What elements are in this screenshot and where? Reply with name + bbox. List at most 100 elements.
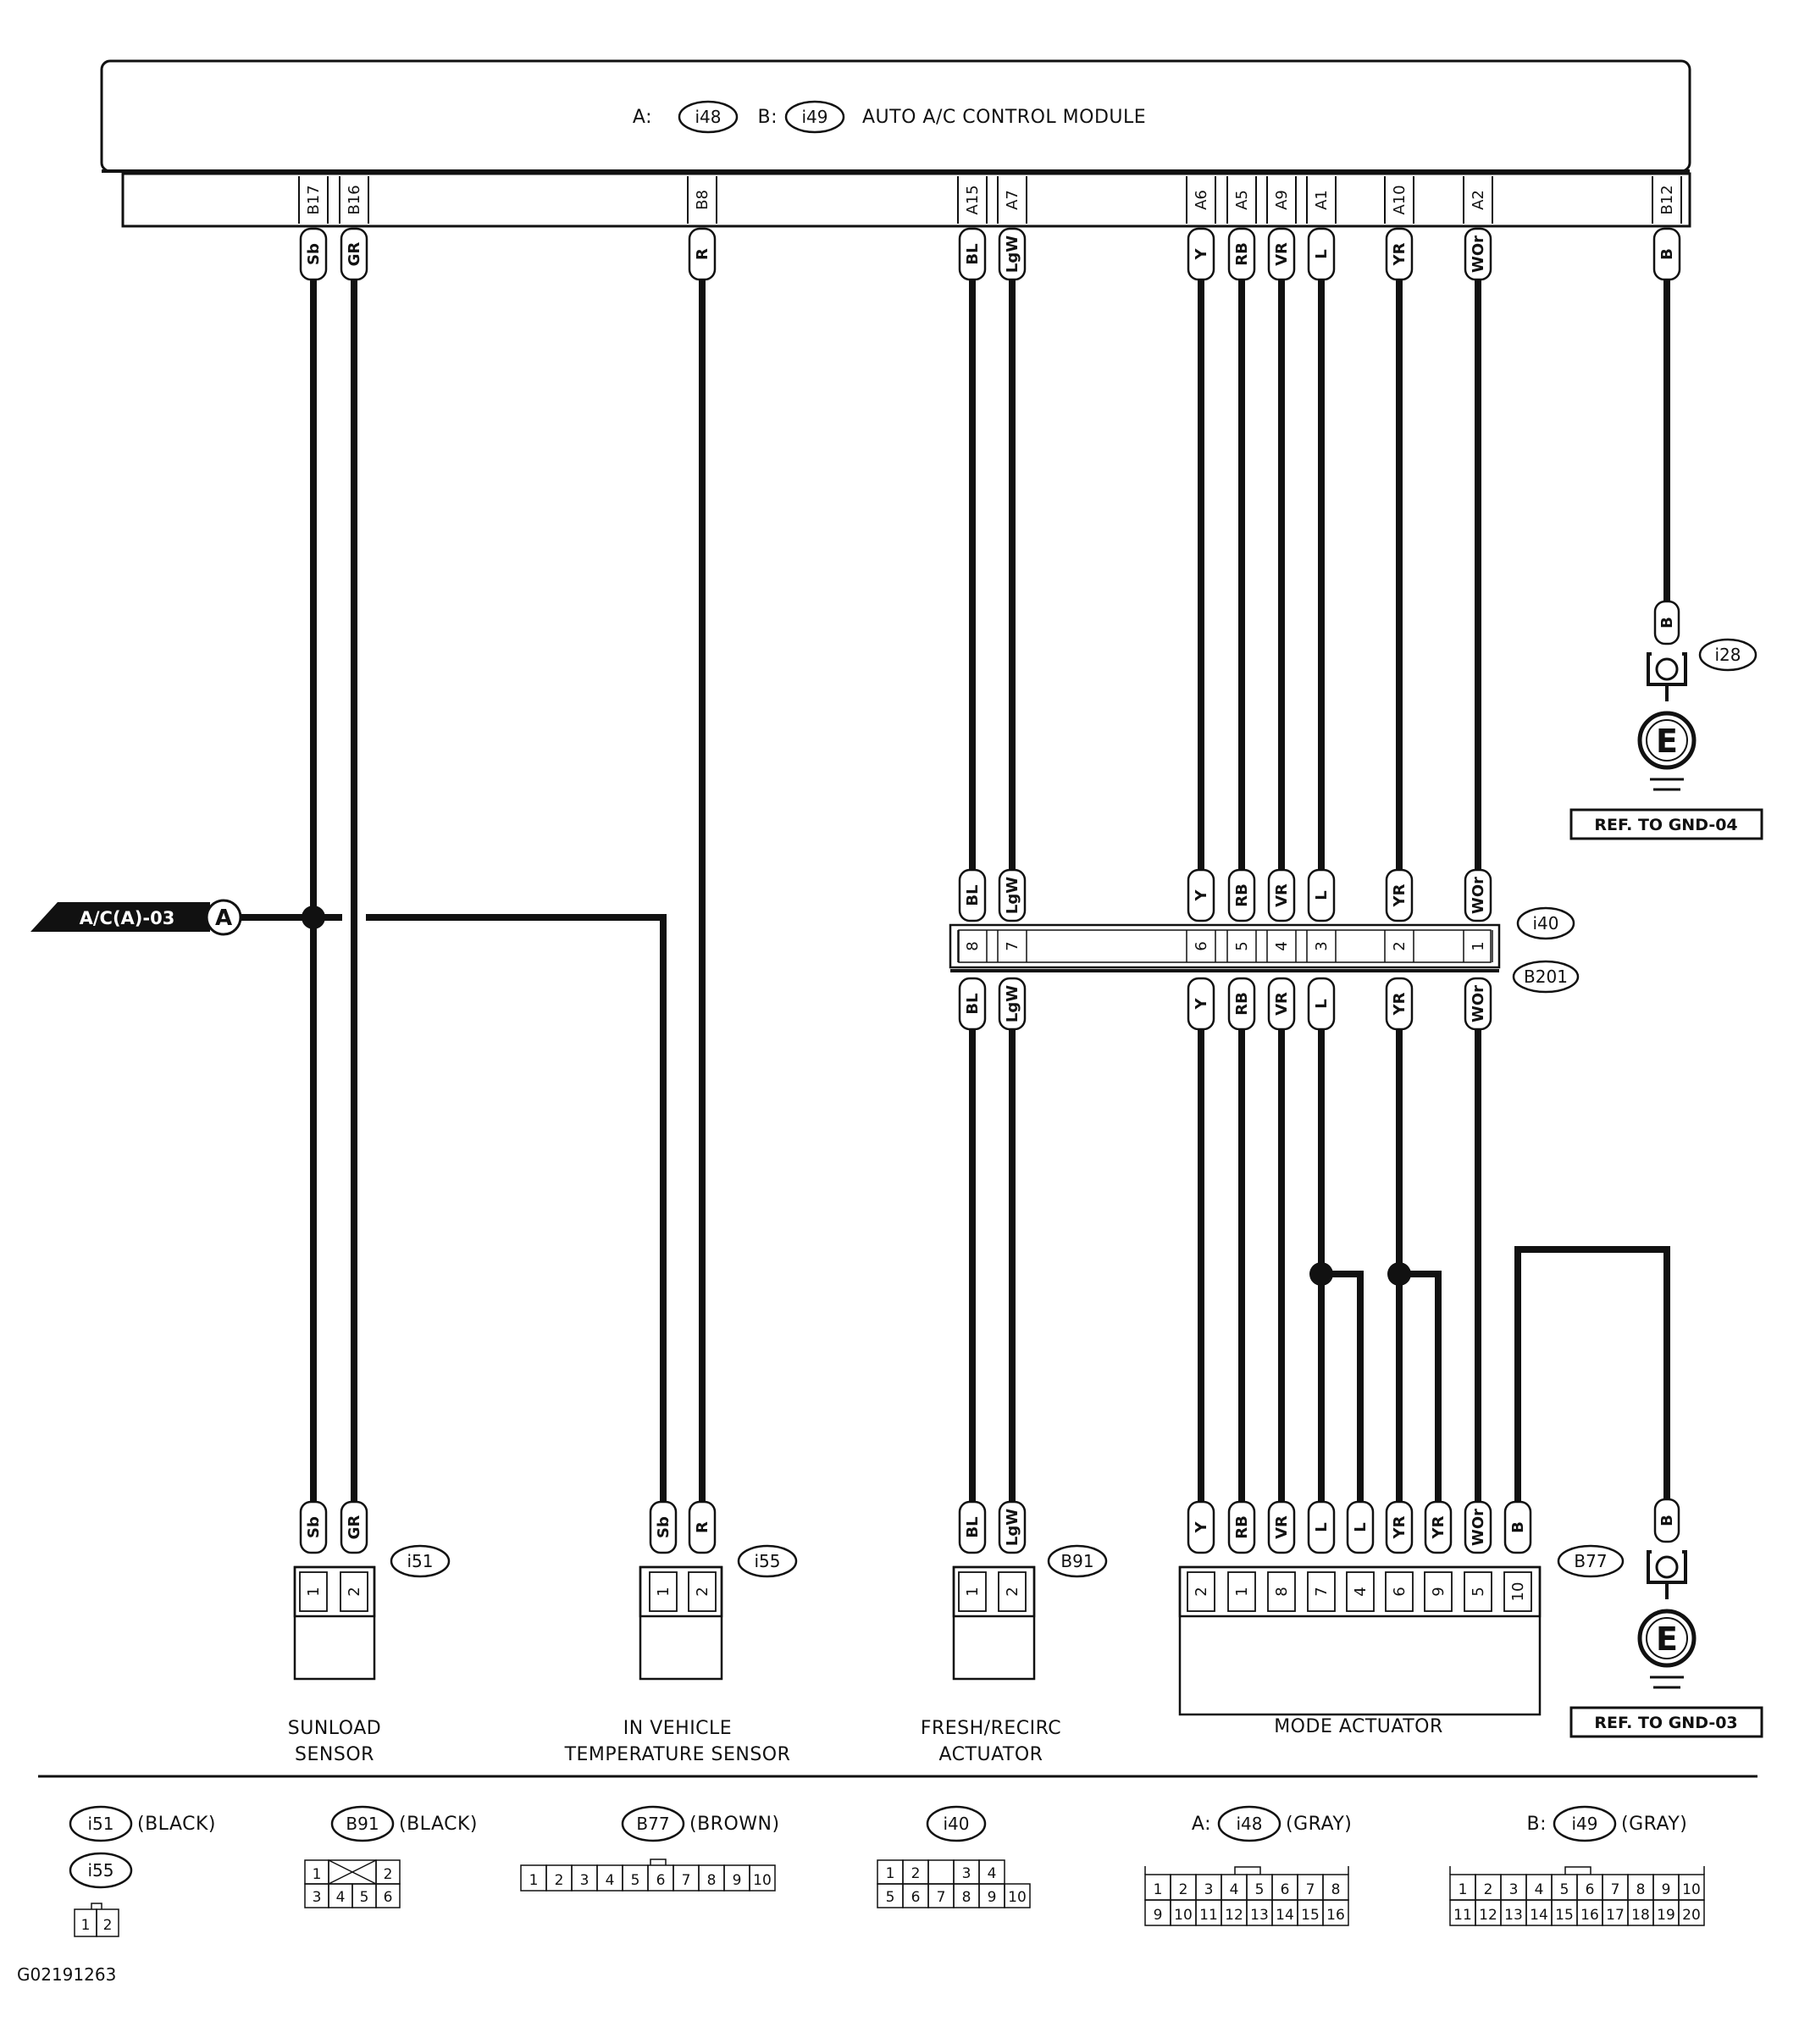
joint-wire-code-bottom: L <box>1313 999 1331 1008</box>
terminal-wire-code: B <box>1658 248 1676 260</box>
component-name: TEMPERATURE SENSOR <box>564 1744 791 1765</box>
component-name: SENSOR <box>295 1744 374 1765</box>
terminal-wire-code: GR <box>346 242 363 267</box>
component-wire-code: R <box>694 1521 711 1533</box>
legend-color: (GRAY) <box>1286 1814 1352 1835</box>
legend-color: (BLACK) <box>399 1814 478 1835</box>
legend-pin: 5 <box>886 1889 895 1906</box>
ground-top-symbol: E <box>1656 723 1678 760</box>
terminal-id: A15 <box>964 185 982 214</box>
legend-prefix: B: <box>1526 1814 1547 1835</box>
legend-pin: 10 <box>753 1872 772 1889</box>
component-pin-number: 7 <box>1313 1587 1331 1596</box>
auto-ac-control-module: A: i48 B: i49 AUTO A/C CONTROL MODULE <box>100 59 1691 228</box>
joint-pin-number: 4 <box>1273 941 1291 950</box>
legend-pin: 7 <box>1306 1881 1315 1898</box>
legend-connector-id: i51 <box>87 1814 113 1834</box>
joint-pin-3: L3L <box>1306 868 1337 1031</box>
legend-pin: 11 <box>1199 1907 1218 1924</box>
joint-pin-number: 3 <box>1313 941 1331 950</box>
legend-pin: 6 <box>656 1872 666 1889</box>
junction-dot <box>302 906 325 929</box>
component-pin-number: 2 <box>1193 1587 1210 1596</box>
terminal-id: A1 <box>1313 190 1331 210</box>
legend-pin: 2 <box>103 1917 113 1934</box>
terminal-id: A10 <box>1391 185 1409 214</box>
legend-pin: 3 <box>1509 1881 1519 1898</box>
module-prefix-a: A: <box>633 107 652 128</box>
legend-connector-id: i55 <box>87 1860 113 1881</box>
component-name: MODE ACTUATOR <box>1274 1716 1443 1737</box>
legend-pin: 7 <box>937 1889 946 1906</box>
terminal-id: A7 <box>1004 190 1021 210</box>
terminal-labels: B17SbB16GRB8RA15BLA7LgWA6YA5RBA9VRA1LA10… <box>298 176 1682 281</box>
component-wire-code: Y <box>1193 1521 1210 1534</box>
legend-pin: 19 <box>1657 1907 1675 1924</box>
legend-color: (GRAY) <box>1621 1814 1687 1835</box>
joint-pin-6: Y6Y <box>1186 868 1216 1031</box>
joint-wire-code-bottom: BL <box>964 993 982 1014</box>
legend-pin: 9 <box>733 1872 742 1889</box>
legend-pin: 6 <box>384 1889 393 1906</box>
component-wire-code: B <box>1509 1521 1527 1533</box>
connector-b77-badge <box>1557 1544 1625 1578</box>
junction-dots <box>302 906 1411 1286</box>
component-wire-code: GR <box>346 1515 363 1540</box>
joint-wire-code-top: L <box>1313 890 1331 900</box>
component-wire-code: L <box>1352 1522 1370 1532</box>
component-name: FRESH/RECIRC <box>921 1718 1061 1739</box>
component-pin-number: 2 <box>1004 1587 1021 1596</box>
component-wire-code: LgW <box>1004 1509 1021 1546</box>
terminal-wire-code: YR <box>1391 242 1409 266</box>
connector-i51-badge <box>390 1544 451 1578</box>
wire-l-branch <box>1321 1271 1364 1504</box>
legend-connector-id: B77 <box>636 1814 669 1834</box>
joint-wire-code-bottom: Y <box>1193 998 1210 1011</box>
legend-pin: 15 <box>1301 1907 1320 1924</box>
junction-dot <box>1309 1262 1333 1286</box>
terminal-id: A5 <box>1233 190 1251 210</box>
terminal-a6: A6Y <box>1186 176 1216 281</box>
joint-connector-i40-b201: BL8BLLgW7LgWY6YRB5RBVR4VRL3LYR2YRWOr1WOr… <box>949 868 1580 1031</box>
component-name: ACTUATOR <box>939 1744 1043 1765</box>
legend-pin: 4 <box>988 1865 997 1882</box>
joint-wire-code-top: LgW <box>1004 877 1021 914</box>
component-wire-code: WOr <box>1470 1509 1487 1546</box>
joint-pin-number: 2 <box>1391 941 1409 950</box>
wire-b-mode-ground <box>1514 1246 1670 1504</box>
ground-bottom-wire: B <box>1658 1515 1676 1526</box>
terminal-wire-code: RB <box>1233 242 1251 266</box>
joint-pin-number: 6 <box>1193 941 1210 950</box>
joint-wire-code-top: WOr <box>1470 877 1487 914</box>
component-pin-number: 8 <box>1273 1587 1291 1596</box>
component-wire-code: RB <box>1233 1515 1251 1539</box>
terminal-wire-code: LgW <box>1004 235 1021 273</box>
component-pin-number: 9 <box>1430 1587 1448 1596</box>
connector-i40-badge <box>1516 906 1575 940</box>
legend-connector-id: i40 <box>943 1814 969 1834</box>
connector-b201-badge <box>1512 960 1580 994</box>
legend-pin: 3 <box>1204 1881 1214 1898</box>
legend-pin: 1 <box>81 1917 91 1934</box>
component-name: IN VEHICLE <box>623 1718 732 1739</box>
component-name: SUNLOAD <box>288 1718 381 1739</box>
legend-connector-id: i49 <box>1571 1814 1597 1834</box>
terminal-id: B17 <box>305 185 323 214</box>
legend-pin: 10 <box>1682 1881 1701 1898</box>
component-pin-number: 10 <box>1509 1582 1527 1602</box>
